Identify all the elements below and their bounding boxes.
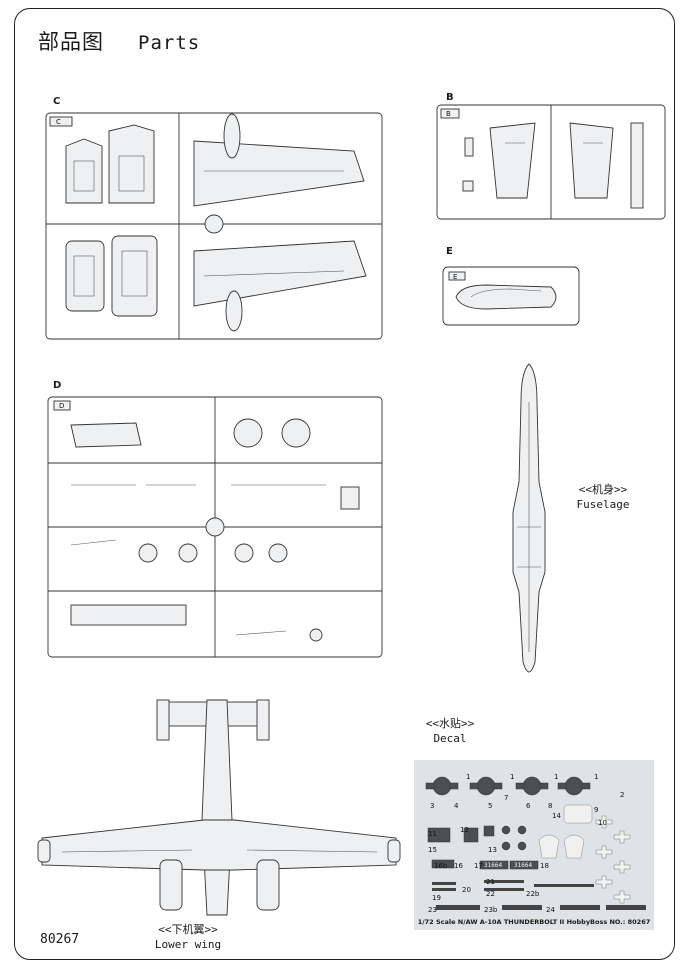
sprue-b-tag: B [446, 110, 451, 118]
decal-num-2: 2 [620, 791, 624, 799]
sprue-d-drawing: D [47, 396, 383, 658]
sprue-e-label: E [446, 246, 453, 257]
decal-num-6: 6 [526, 802, 531, 810]
page-title-cn: 部品图 [38, 30, 104, 54]
decal-num-18: 18 [540, 862, 549, 870]
decal-num-1b: 1 [510, 773, 514, 781]
decal-sheet: 1 1 1 1 2 3 4 5 6 7 8 9 10 11 12 13 14 1… [414, 760, 654, 930]
decal-sheet-art: 1 1 1 1 2 3 4 5 6 7 8 9 10 11 12 13 14 1… [425, 773, 646, 914]
sprue-c-gate [204, 214, 224, 234]
sprue-b-drawing: B [436, 104, 666, 220]
fuselage-caption-cn: <<机身>> [578, 483, 628, 496]
decal-num-23b: 23b [484, 906, 498, 914]
sprue-c-drawing: C [45, 112, 383, 340]
sprue-d-tag: D [59, 402, 64, 410]
decal-num-1a: 1 [466, 773, 470, 781]
decal-serial-b: 31664 [514, 862, 532, 869]
decal-footer: 1/72 Scale N/AW A-10A THUNDERBOLT II Hob… [417, 918, 651, 926]
sprue-d-gate [205, 517, 225, 537]
decal-serial-a: 31664 [484, 862, 502, 869]
product-code: 80267 [40, 932, 80, 947]
page-border [14, 8, 675, 960]
decal-num-20: 20 [462, 886, 471, 894]
decal-num-23: 23 [428, 906, 437, 914]
decal-caption: <<水贴>> Decal [420, 716, 480, 746]
decal-num-15: 15 [428, 846, 437, 854]
decal-num-13: 13 [488, 846, 497, 854]
fuselage-drawing [512, 363, 546, 673]
sprue-e-tag: E [453, 273, 457, 281]
decal-num-5: 5 [488, 802, 492, 810]
decal-num-4: 4 [454, 802, 459, 810]
decal-num-14: 14 [552, 812, 561, 820]
decal-num-22b: 22b [526, 890, 540, 898]
decal-num-10: 10 [598, 819, 607, 827]
sprue-e-drawing: E [442, 266, 580, 326]
lower-wing-caption-cn: <<下机翼>> [158, 923, 218, 936]
decal-num-17: 17 [474, 862, 483, 870]
decal-num-19: 19 [432, 894, 441, 902]
decal-num-7: 7 [504, 794, 508, 802]
decal-num-11: 11 [428, 830, 437, 838]
lower-wing-caption: <<下机翼>> Lower wing [148, 922, 228, 952]
decal-num-16b: 16b [434, 862, 448, 870]
decal-num-24: 24 [546, 906, 555, 914]
sprue-c-tag: C [56, 118, 61, 126]
decal-num-1d: 1 [594, 773, 598, 781]
canopy-part [455, 284, 557, 310]
decal-num-9: 9 [594, 806, 598, 814]
sprue-d-label: D [53, 380, 62, 391]
decal-num-21: 21 [486, 878, 495, 886]
sprue-c-label: C [53, 96, 61, 107]
decal-num-16: 16 [454, 862, 463, 870]
decal-num-8: 8 [548, 802, 552, 810]
decal-num-22: 22 [486, 890, 495, 898]
fuselage-caption: <<机身>> Fuselage [568, 482, 638, 512]
decal-caption-en: Decal [433, 732, 467, 745]
decal-num-12: 12 [460, 826, 469, 834]
decal-num-3: 3 [430, 802, 434, 810]
lower-wing-drawing [37, 699, 401, 916]
decal-caption-cn: <<水贴>> [425, 717, 475, 730]
page-title-en: Parts [138, 32, 201, 54]
decal-num-1c: 1 [554, 773, 558, 781]
lower-wing-caption-en: Lower wing [154, 938, 222, 951]
page-title: 部品图 Parts [38, 26, 200, 56]
fuselage-caption-en: Fuselage [576, 498, 630, 511]
sprue-b-label: B [446, 92, 454, 103]
